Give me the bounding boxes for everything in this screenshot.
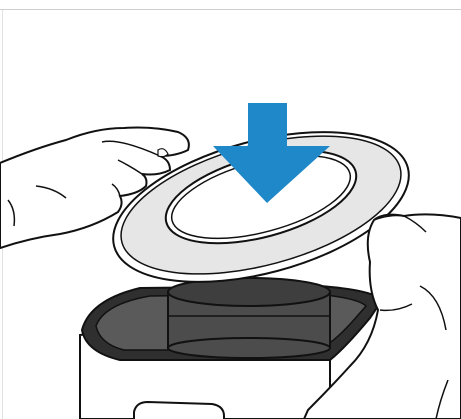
- base-center-post: [168, 278, 330, 358]
- base-front-slot: [134, 402, 224, 419]
